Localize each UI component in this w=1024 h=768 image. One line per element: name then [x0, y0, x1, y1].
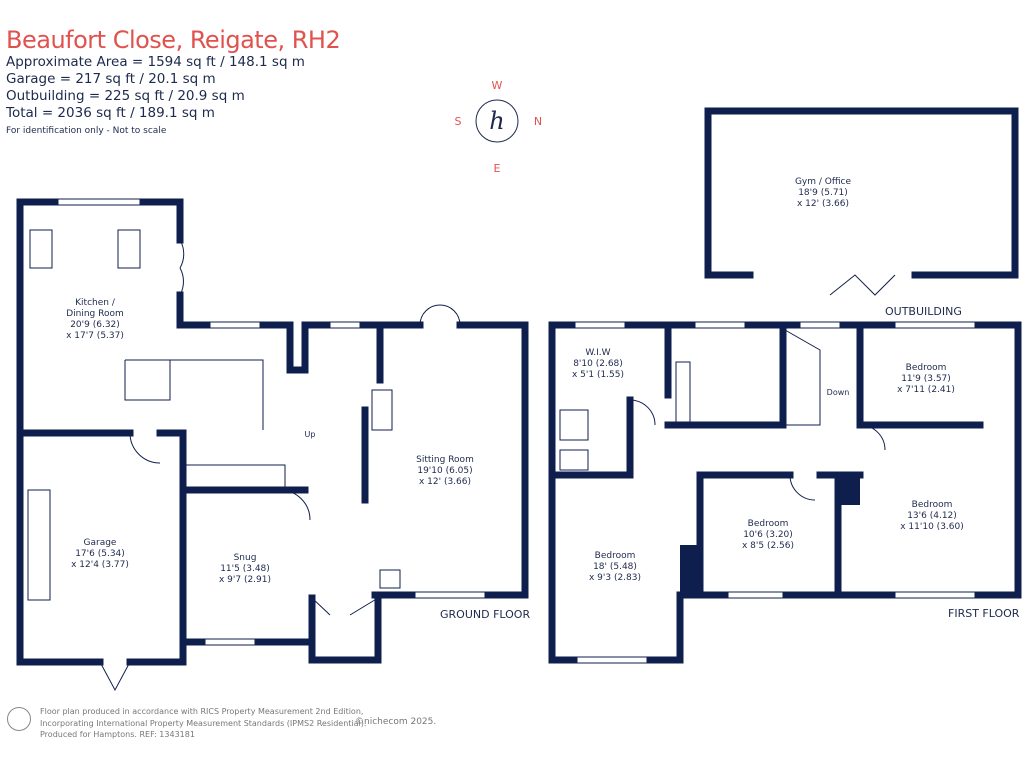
garage-label: Garage 17'6 (5.34) x 12'4 (3.77)	[71, 538, 129, 570]
bedroom-3-label: Bedroom 13'6 (4.12) x 11'10 (3.60)	[900, 500, 964, 532]
footer-notes: Floor plan produced in accordance with R…	[40, 706, 366, 741]
svg-text:Dining Room: Dining Room	[66, 309, 124, 319]
svg-text:x 5'1 (1.55): x 5'1 (1.55)	[572, 370, 624, 380]
svg-text:N: N	[534, 115, 542, 128]
svg-text:18' (5.48): 18' (5.48)	[593, 562, 637, 572]
svg-text:Sitting Room: Sitting Room	[416, 455, 474, 465]
bedroom-2-label: Bedroom 10'6 (3.20) x 8'5 (2.56)	[742, 519, 794, 551]
sitting-room-label: Sitting Room 19'10 (6.05) x 12' (3.66)	[416, 455, 474, 487]
svg-text:8'10 (2.68): 8'10 (2.68)	[573, 359, 623, 369]
svg-text:17'6 (5.34): 17'6 (5.34)	[75, 549, 125, 559]
svg-text:Bedroom: Bedroom	[912, 500, 953, 510]
brand-copyright: ©nichecom 2025.	[355, 717, 437, 727]
area-total-approx: Approximate Area = 1594 sq ft / 148.1 sq…	[6, 54, 305, 70]
svg-text:x 9'3 (2.83): x 9'3 (2.83)	[589, 573, 641, 583]
svg-text:10'6 (3.20): 10'6 (3.20)	[743, 530, 793, 540]
outbuilding-walls	[704, 107, 1019, 296]
svg-text:x 12'4 (3.77): x 12'4 (3.77)	[71, 560, 129, 570]
bedroom-4-label: Bedroom 11'9 (3.57) x 7'11 (2.41)	[897, 363, 955, 395]
disclaimer: For identification only - Not to scale	[6, 126, 167, 136]
ground-floor-label: GROUND FLOOR	[440, 608, 530, 621]
property-title: Beaufort Close, Reigate, RH2	[6, 26, 341, 54]
svg-text:Kitchen /: Kitchen /	[75, 298, 116, 308]
svg-text:11'9 (3.57): 11'9 (3.57)	[901, 374, 951, 384]
area-garage: Garage = 217 sq ft / 20.1 sq m	[6, 71, 216, 87]
outbuilding-label: OUTBUILDING	[885, 305, 962, 318]
bedroom-1-label: Bedroom 18' (5.48) x 9'3 (2.83)	[589, 551, 641, 583]
svg-text:19'10 (6.05): 19'10 (6.05)	[417, 466, 472, 476]
snug-label: Snug 11'5 (3.48) x 9'7 (2.91)	[219, 553, 271, 585]
svg-text:Garage: Garage	[84, 538, 117, 548]
svg-text:W: W	[492, 79, 503, 92]
wiw-label: W.I.W 8'10 (2.68) x 5'1 (1.55)	[572, 348, 624, 380]
svg-text:Bedroom: Bedroom	[748, 519, 789, 529]
svg-text:x 12' (3.66): x 12' (3.66)	[797, 199, 849, 209]
svg-text:Bedroom: Bedroom	[906, 363, 947, 373]
svg-text:Bedroom: Bedroom	[595, 551, 636, 561]
svg-text:W.I.W: W.I.W	[585, 348, 610, 358]
svg-text:x 7'11 (2.41): x 7'11 (2.41)	[897, 385, 955, 395]
area-outbuilding: Outbuilding = 225 sq ft / 20.9 sq m	[6, 88, 245, 104]
svg-text:13'6 (4.12): 13'6 (4.12)	[907, 511, 957, 521]
kitchen-label: Kitchen / Dining Room 20'9 (6.32) x 17'7…	[66, 298, 124, 341]
svg-text:20'9 (6.32): 20'9 (6.32)	[70, 320, 120, 330]
svg-text:x 9'7 (2.91): x 9'7 (2.91)	[219, 575, 271, 585]
svg-text:x 8'5 (2.56): x 8'5 (2.56)	[742, 541, 794, 551]
ground-floor-walls	[16, 198, 529, 692]
footer-line: Floor plan produced in accordance with R…	[40, 707, 364, 716]
first-floor-walls	[548, 321, 1022, 664]
header: Beaufort Close, Reigate, RH2 Approximate…	[6, 26, 341, 136]
svg-text:S: S	[455, 115, 462, 128]
svg-text:x 12' (3.66): x 12' (3.66)	[419, 477, 471, 487]
area-total: Total = 2036 sq ft / 189.1 sq m	[6, 105, 215, 121]
footer-line: Incorporating International Property Mea…	[40, 718, 367, 728]
svg-text:x 17'7 (5.37): x 17'7 (5.37)	[66, 331, 124, 341]
stairs-down-label: Down	[827, 388, 850, 397]
svg-text:E: E	[494, 162, 501, 175]
person-icon	[7, 707, 31, 731]
compass-icon: h W S N E	[455, 79, 543, 175]
first-floor-label: FIRST FLOOR	[948, 607, 1020, 620]
footer-line: Produced for Hamptons. REF: 1343181	[40, 730, 195, 739]
svg-text:18'9 (5.71): 18'9 (5.71)	[798, 188, 848, 198]
gym-office-label: Gym / Office 18'9 (5.71) x 12' (3.66)	[795, 177, 852, 209]
svg-text:11'5 (3.48): 11'5 (3.48)	[220, 564, 270, 574]
svg-text:Gym / Office: Gym / Office	[795, 177, 852, 187]
svg-text:Snug: Snug	[234, 553, 257, 563]
svg-text:h: h	[489, 107, 504, 135]
svg-text:x 11'10 (3.60): x 11'10 (3.60)	[900, 522, 964, 532]
stairs-up-label: Up	[305, 430, 316, 439]
